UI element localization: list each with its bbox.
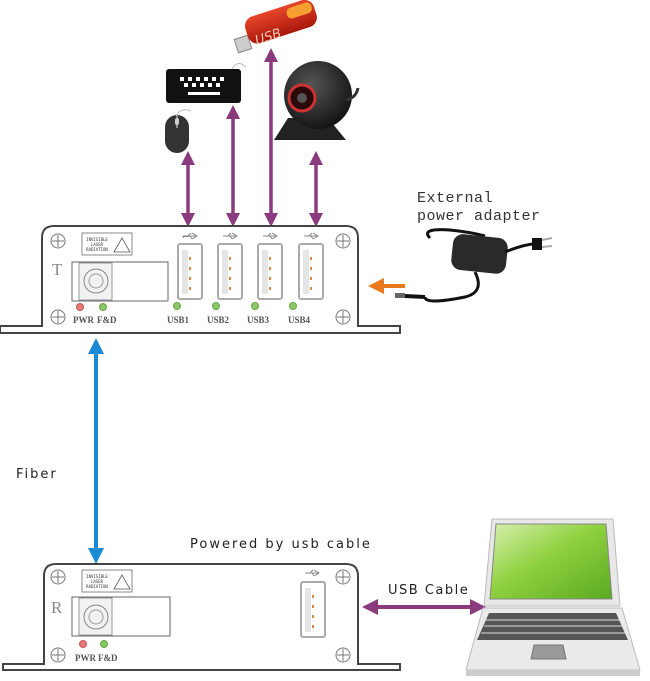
svg-text:RADIATION: RADIATION <box>86 247 108 252</box>
pwr-label: PWR <box>75 653 96 663</box>
keyboard-icon <box>166 63 247 103</box>
usb-cable-label: USB Cable <box>388 583 470 598</box>
usb-device-arrows <box>181 48 323 227</box>
powered-by-label: Powered by usb cable <box>190 537 372 552</box>
svg-text:RADIATION: RADIATION <box>86 584 108 589</box>
webcam-icon <box>274 61 360 140</box>
laser-warning-label <box>81 569 133 593</box>
transmitter-letter: T <box>52 260 63 279</box>
pwr-led <box>79 640 87 648</box>
laser-warning-label <box>81 232 133 256</box>
usb-port-3: USB3 <box>247 243 283 325</box>
receiver-unit: INVISIBLE LASER RADIATION R PWR F&D <box>2 563 401 671</box>
svg-text:USB4: USB4 <box>288 315 311 325</box>
usb-port-4: USB4 <box>288 243 324 325</box>
power-adapter-icon <box>395 228 553 303</box>
fd-led <box>100 640 108 648</box>
external-power-label: External power adapter <box>417 190 541 225</box>
mouse-icon <box>165 109 192 153</box>
svg-text:LASER: LASER <box>91 579 104 584</box>
svg-text:INVISIBLE: INVISIBLE <box>86 574 108 579</box>
fiber-label: Fiber <box>16 467 58 482</box>
laptop-icon <box>465 518 641 676</box>
receiver-letter: R <box>51 598 63 617</box>
screw-icon <box>50 569 351 663</box>
svg-text:USB2: USB2 <box>207 315 230 325</box>
usb-port-1: ⭠ USB1 <box>167 232 203 325</box>
svg-text:USB1: USB1 <box>167 315 190 325</box>
svg-text:⭠: ⭠ <box>182 232 189 242</box>
fd-label: F&D <box>97 315 117 325</box>
pwr-label: PWR <box>73 315 94 325</box>
usb-stick-icon: USB <box>233 0 317 54</box>
usb-port <box>300 569 326 638</box>
pwr-led <box>76 303 84 311</box>
svg-text:INVISIBLE: INVISIBLE <box>86 237 108 242</box>
transmitter-unit: INVISIBLE LASER RADIATION T PWR F&D ⭠ USB… <box>0 225 401 334</box>
usb-port-2: USB2 <box>207 243 243 325</box>
usb-symbol-icon <box>305 569 320 577</box>
usb-ports: ⭠ USB1 USB2 USB3 USB4 <box>167 232 324 325</box>
usb-symbol-icon <box>183 232 319 240</box>
fd-led <box>99 303 107 311</box>
fd-label: F&D <box>98 653 118 663</box>
svg-text:LASER: LASER <box>91 242 104 247</box>
screw-icon <box>50 233 351 325</box>
svg-text:USB3: USB3 <box>247 315 270 325</box>
